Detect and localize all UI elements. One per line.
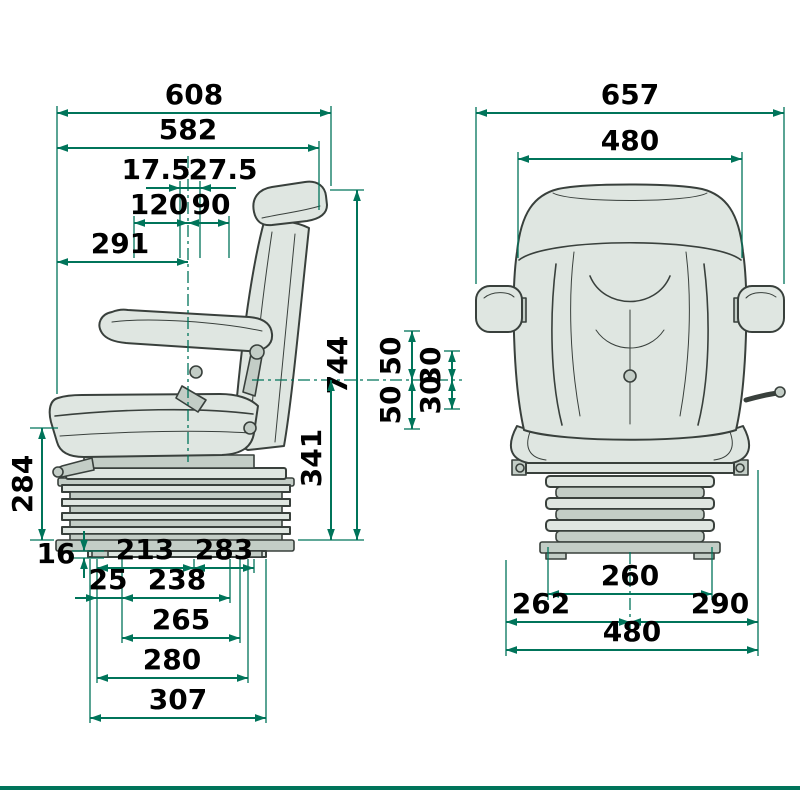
dim-280: 280 <box>96 643 248 682</box>
dim-265: 265 <box>122 603 240 642</box>
dim-label-30-lower: 30 <box>414 376 447 415</box>
base-plate-side <box>55 539 295 558</box>
dim-291: 291 <box>56 227 188 266</box>
dim-17-5-27-5: 17.5 27.5 <box>121 153 258 258</box>
dim-307: 307 <box>89 683 266 722</box>
suspension-bellows-front <box>545 475 715 543</box>
dim-label-90: 90 <box>192 188 231 221</box>
dim-label-50-upper: 50 <box>374 337 407 376</box>
dim-341: 341 <box>295 380 335 541</box>
dim-260: 260 <box>547 547 713 600</box>
side-view-dimensions: 608 582 17.5 27.5 120 90 291 <box>6 78 462 723</box>
footer-rule <box>0 786 800 790</box>
dim-label-260: 260 <box>601 559 659 592</box>
recline-mechanism <box>175 365 257 435</box>
dim-label-27-5: 27.5 <box>188 153 257 186</box>
dim-label-120: 120 <box>130 188 188 221</box>
front-view-drawing <box>475 183 786 560</box>
dim-label-657: 657 <box>601 78 659 111</box>
dim-262-290: 262 290 <box>505 470 759 656</box>
seat-cushion-side <box>48 393 259 458</box>
dim-480-bottom: 480 <box>505 615 759 654</box>
armrest-right-front <box>733 285 785 333</box>
dim-582: 582 <box>56 113 320 210</box>
bottom-extension-lines <box>89 559 267 723</box>
dim-213-283: 213 283 <box>96 533 254 572</box>
dim-657: 657 <box>475 78 785 284</box>
dim-label-17-5: 17.5 <box>121 153 190 186</box>
dim-120-90: 120 90 <box>130 188 231 258</box>
dim-480-top: 480 <box>517 124 743 258</box>
dim-284: 284 <box>6 427 58 541</box>
dim-label-30-upper: 30 <box>414 347 447 386</box>
dim-30-30: 30 30 <box>414 347 460 415</box>
headrest-side <box>252 180 328 227</box>
side-view-drawing <box>48 180 328 558</box>
dim-label-25: 25 <box>89 563 128 596</box>
dim-label-280: 280 <box>143 643 201 676</box>
dim-label-582: 582 <box>159 113 217 146</box>
dim-label-480-bottom: 480 <box>603 615 661 648</box>
dim-label-50-lower: 50 <box>374 386 407 425</box>
dim-label-744: 744 <box>321 336 354 394</box>
dim-label-213: 213 <box>116 533 174 566</box>
dim-label-283: 283 <box>195 533 253 566</box>
armrest-side <box>98 308 274 397</box>
dim-label-265: 265 <box>152 603 210 636</box>
dim-label-608: 608 <box>165 78 223 111</box>
armrest-left-front <box>475 285 527 333</box>
dim-label-16: 16 <box>37 537 76 570</box>
dim-608: 608 <box>56 78 332 394</box>
front-view-dimensions: 657 480 260 262 290 480 <box>475 78 785 656</box>
dim-50-50: 50 50 <box>374 330 420 430</box>
suspension-bellows-side <box>57 477 295 542</box>
adjustment-lever-front <box>743 386 786 403</box>
dim-label-480-top: 480 <box>601 124 659 157</box>
dim-label-262: 262 <box>512 587 570 620</box>
seat-frame-side <box>52 454 287 480</box>
backrest-button <box>623 369 637 383</box>
dim-label-291: 291 <box>91 227 149 260</box>
dim-label-307: 307 <box>149 683 207 716</box>
dim-label-341: 341 <box>295 429 328 487</box>
dim-16: 16 <box>37 531 104 578</box>
dim-744: 744 <box>298 189 364 541</box>
dim-label-284: 284 <box>6 455 39 513</box>
dim-25-238: 25 238 <box>75 563 230 602</box>
dim-label-238: 238 <box>148 563 206 596</box>
dim-label-290: 290 <box>691 587 749 620</box>
